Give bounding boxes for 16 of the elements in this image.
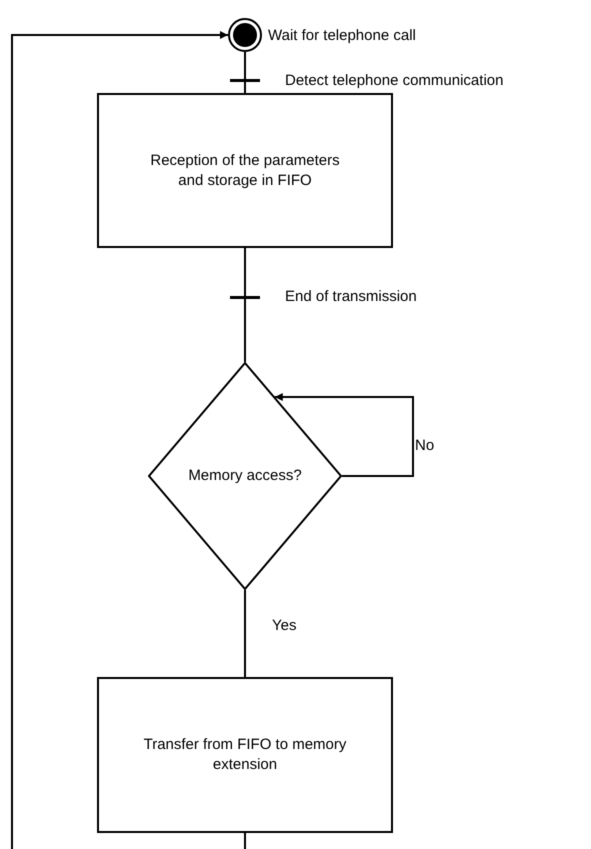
edge-label: Yes bbox=[272, 617, 296, 634]
transition-label: Detect telephone communication bbox=[285, 72, 504, 89]
node-text: Reception of the parameters and storage in FIFO bbox=[149, 150, 341, 190]
process-box bbox=[97, 677, 393, 833]
node-text: Memory access? bbox=[187, 466, 303, 486]
node-text: Transfer from FIFO to memory extension bbox=[142, 735, 348, 775]
transition-label: End of transmission bbox=[285, 288, 417, 305]
connector-arrow bbox=[274, 393, 414, 477]
initial-state-circle bbox=[228, 18, 262, 52]
connector-arrow bbox=[11, 31, 228, 849]
transition-bar bbox=[230, 79, 260, 82]
decision-diamond bbox=[148, 362, 342, 590]
transition-bar bbox=[230, 296, 260, 299]
process-box bbox=[97, 93, 393, 248]
state-label: Wait for telephone call bbox=[268, 27, 416, 44]
edge-label: No bbox=[415, 437, 434, 454]
